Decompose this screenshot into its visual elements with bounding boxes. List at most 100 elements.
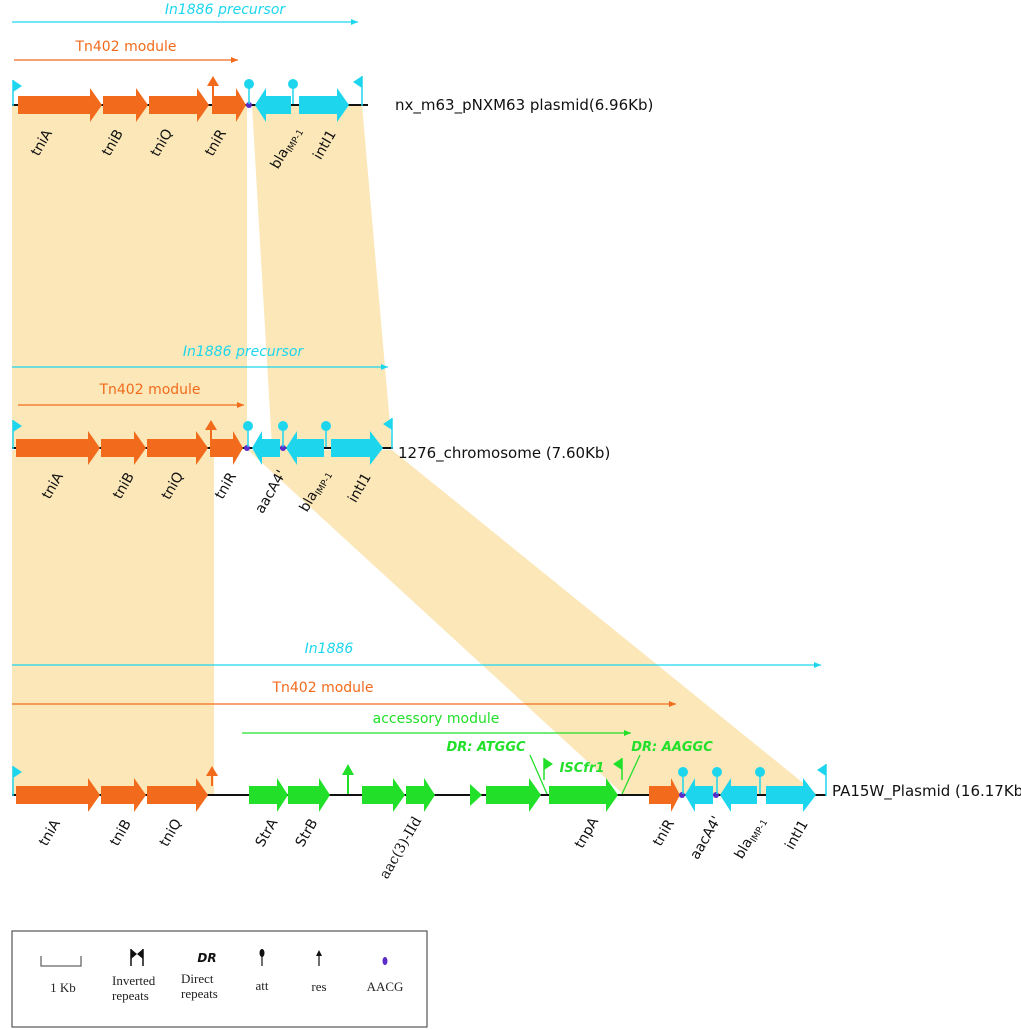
aacg-dot-icon (382, 957, 388, 965)
track-label-2: 1276_chromosome (7.60Kb) (398, 444, 610, 463)
gene-tniR-arrow (210, 431, 243, 465)
gene-label-aac3: aac(3)-IId (377, 814, 425, 882)
gene-orf-arrow (406, 778, 435, 812)
res-site-icon (342, 764, 354, 794)
gene-label-tniB: tniB (107, 817, 135, 849)
legend-box (11, 930, 428, 1028)
direct-repeat-label-atggc: DR: ATGGC (446, 740, 526, 755)
gene-label-tnpA: tnpA (572, 814, 602, 851)
homology-shading (12, 105, 818, 795)
gene-aac3-arrow (362, 778, 405, 812)
legend-label-inverted-repeats: Inverted repeats (112, 973, 159, 1003)
inverted-repeat-right-icon (353, 76, 363, 106)
gene-tnpA-arrow (549, 778, 618, 812)
res-icon (316, 950, 322, 966)
inverted-repeats-icon (130, 949, 144, 966)
inverted-repeat-left-icon (12, 80, 22, 106)
homology-tn402-1-2 (12, 105, 247, 447)
gene-label-aacA4: aacA4' (252, 468, 289, 517)
att-site-icon (244, 79, 254, 104)
legend-label-att: att (256, 978, 269, 993)
gene-tniR-arrow (212, 88, 246, 122)
att-site-icon (678, 767, 688, 794)
att-site-icon (278, 421, 288, 447)
gene-tniA-arrow (18, 88, 102, 122)
res-site-icon (207, 76, 219, 96)
gene-blaIMP-arrow (720, 778, 757, 812)
inverted-repeat-right-icon (383, 418, 393, 449)
aacg-dot-icon (244, 445, 250, 451)
inverted-repeat-right-icon (817, 764, 827, 796)
gene-orf-large-arrow (486, 778, 541, 812)
track-label-1: nx_m63_pNXM63 plasmid(6.96Kb) (395, 96, 653, 115)
gene-intI1-arrow (299, 88, 349, 122)
gene-label-strB: StrB (293, 816, 322, 850)
gene-label-tniR: tniR (650, 817, 678, 849)
att-site-icon (712, 767, 722, 794)
gene-tniQ-arrow (147, 431, 208, 465)
gene-blaIMP-arrow (255, 88, 291, 122)
scale-bar-icon (40, 956, 82, 967)
direct-repeats-icon: DR (197, 951, 216, 965)
homology-integron-2-3 (248, 450, 818, 795)
gene-tniA-arrow (16, 431, 100, 465)
gene-tniQ-arrow (147, 778, 208, 812)
direct-repeat-label-aaggc: DR: AAGGC (631, 740, 713, 755)
legend: 1 Kb Inverted repeats DR Direct repeats … (11, 930, 428, 1028)
aacg-dot-icon (246, 102, 252, 108)
gene-blaIMP-arrow (286, 431, 324, 465)
aacg-dot-icon (679, 792, 685, 798)
track-1: In1886 precursor Tn402 module (12, 2, 653, 172)
module-label-tn402: Tn402 module (74, 39, 176, 55)
gene-strA-arrow (249, 778, 288, 812)
gene-intI1-arrow (331, 431, 383, 465)
gene-label-blaIMP: blaIMP-1 (732, 814, 770, 863)
att-site-icon (243, 421, 253, 447)
homology-tn402-2-3 (12, 450, 214, 795)
res-site-icon (205, 420, 217, 439)
gene-aacA4-arrow (252, 431, 280, 465)
track-label-3: PA15W_Plasmid (16.17Kb) (832, 782, 1021, 801)
inverted-repeat-icon (613, 758, 623, 780)
module-label-in1886: In1886 (305, 641, 354, 657)
module-label-in1886-precursor: In1886 precursor (165, 2, 287, 18)
gene-tniA-arrow (16, 778, 100, 812)
inverted-repeat-left-icon (12, 420, 22, 449)
gene-intI1-arrow (766, 778, 816, 812)
gene-aacA4-arrow (685, 778, 713, 812)
gene-tniQ-arrow (149, 88, 209, 122)
homology-integron-1-2 (252, 105, 392, 447)
att-site-icon (288, 79, 298, 104)
legend-direct-line-2: repeats (181, 986, 218, 1001)
inverted-repeat-left-icon (12, 766, 22, 796)
is-element-label: ISCfr1 (560, 761, 605, 776)
gene-label-aacA4: aacA4' (687, 814, 724, 863)
aacg-dot-icon (713, 792, 719, 798)
gene-orf-small-arrow (470, 784, 482, 806)
bla-subscript: IMP-1 (749, 818, 770, 844)
inverted-repeat-icon (543, 758, 553, 780)
direct-repeat-pointer-atggc (529, 754, 548, 795)
module-label-tn402: Tn402 module (98, 382, 200, 398)
gene-tniB-arrow (101, 778, 146, 812)
module-label-accessory: accessory module (373, 711, 500, 727)
gene-label-strA: StrA (253, 816, 282, 850)
gene-label-tniA: tniA (36, 817, 64, 849)
module-label-tn402: Tn402 module (271, 680, 373, 696)
direct-repeat-pointer-aaggc (621, 754, 641, 795)
legend-inverted-line-2: repeats (112, 988, 149, 1003)
legend-label-scale: 1 Kb (50, 980, 76, 995)
att-site-icon (321, 421, 331, 447)
res-site-icon (206, 766, 218, 786)
legend-inverted-line-1: Inverted (112, 973, 156, 988)
gene-label-tniQ: tniQ (157, 816, 185, 849)
legend-label-res: res (311, 979, 326, 994)
gene-tniB-arrow (103, 88, 148, 122)
legend-label-direct-repeats: Direct repeats (181, 971, 218, 1001)
track-3: In1886 Tn402 module accessory module DR:… (12, 641, 1021, 882)
gene-tniB-arrow (101, 431, 146, 465)
module-label-in1886-precursor: In1886 precursor (183, 344, 305, 360)
legend-direct-line-1: Direct (181, 971, 214, 986)
aacg-dot-icon (280, 445, 286, 451)
